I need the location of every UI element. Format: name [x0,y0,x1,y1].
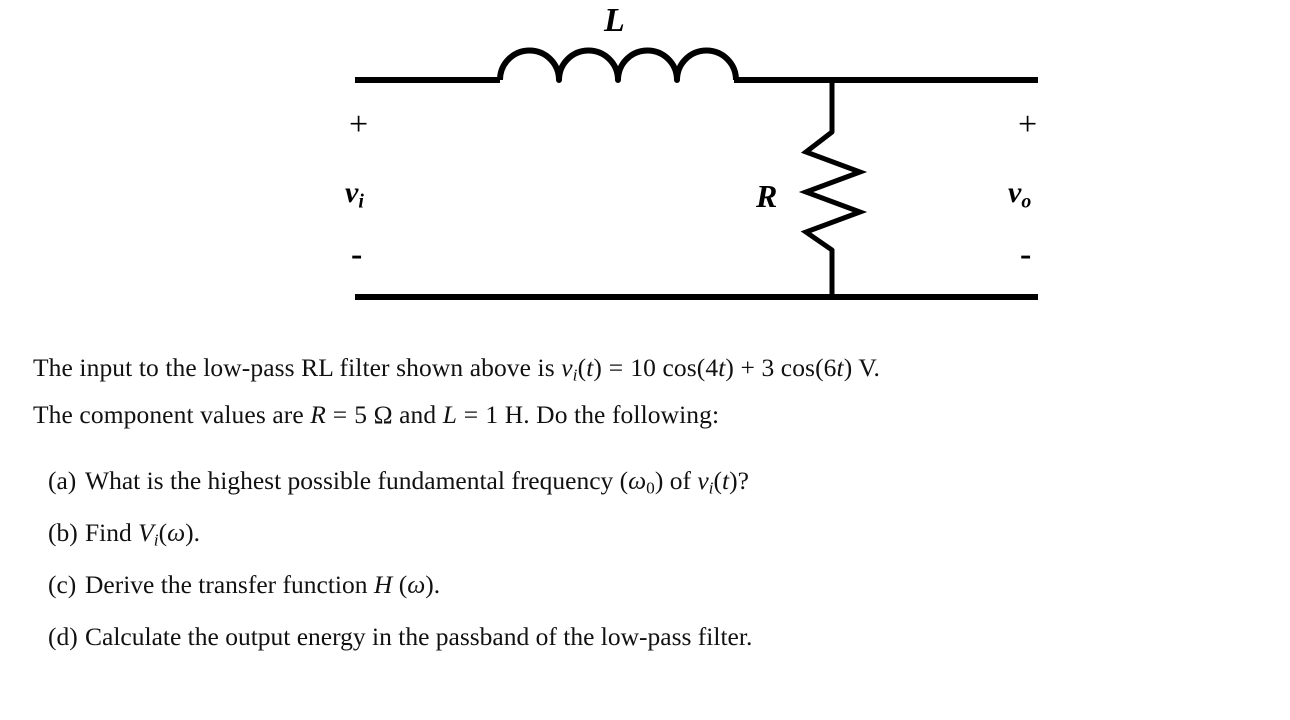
question-b-V-subscript: i [153,530,159,550]
question-text-b: Find Vi(ω). [85,518,200,550]
resistor-zigzag [798,129,868,253]
statement-amplitude-2: 3 [761,353,775,382]
resistor-label: R [756,178,778,214]
statement-close-1: ) [725,353,735,382]
statement-line1-text: The input to the low-pass RL filter show… [33,353,562,382]
statement-line-1: The input to the low-pass RL filter show… [33,348,1153,395]
question-list: (a) What is the highest possible fundame… [48,466,1198,674]
statement-cos-1: cos( [656,353,706,382]
statement-t-symbol: t [586,353,594,382]
statement-L-equals: = [457,400,486,430]
inductor-coil [497,47,739,83]
statement-line2-text: The component values are [33,400,311,430]
problem-statement: The input to the low-pass RL filter show… [33,348,1153,435]
statement-unit-volts: V. [852,353,881,382]
statement-plus-operator: + [734,353,762,382]
statement-cos-2: cos( [774,353,824,382]
output-voltage-subscript: o [1021,190,1032,213]
question-b-paren-close: ) [185,518,194,547]
statement-R-symbol: R [310,400,326,430]
question-b-tail: . [193,518,200,547]
input-voltage-symbol: v [345,176,359,209]
output-voltage-symbol: v [1008,176,1022,209]
statement-t-2: t [836,353,844,382]
question-item-a: (a) What is the highest possible fundame… [48,466,1198,518]
question-a-tail: ? [737,466,749,495]
question-item-d: (d) Calculate the output energy in the p… [48,622,1198,674]
statement-line-2: The component values are R = 5 Ω and L =… [33,395,1153,435]
statement-paren-open: ( [577,353,587,382]
question-b-lead: Find [85,518,139,547]
circuit-diagram: L R + vi - + vo - [0,0,1290,330]
question-item-b: (b) Find Vi(ω). [48,518,1198,570]
circuit-schematic-svg [355,47,1038,300]
statement-L-value: 1 [485,400,499,430]
input-minus-sign: - [351,236,363,273]
statement-L-symbol: L [442,400,458,430]
statement-L-unit: H. [498,400,530,430]
input-voltage-label: vi [345,178,364,212]
statement-t-1: t [718,353,726,382]
question-b-paren-open: ( [158,518,168,547]
statement-paren-close: ) [593,353,602,382]
question-c-paren-close: ) [425,570,434,599]
question-a-vi-symbol: v [697,466,709,495]
output-plus-sign: + [1018,106,1038,143]
question-a-omega-subscript: 0 [646,478,655,498]
question-a-mid: ) of [654,466,698,495]
question-c-omega-symbol: ω [407,570,426,599]
statement-amplitude-1: 10 [630,353,657,382]
question-a-paren-open: ( [713,466,722,495]
question-c-tail: . [433,570,441,599]
statement-frequency-2: 6 [823,353,837,382]
statement-equals: = [601,353,631,382]
question-a-vi-subscript: i [708,478,714,498]
inductor-label: L [604,2,625,39]
statement-R-equals: = [325,400,355,430]
question-item-c: (c) Derive the transfer function H (ω). [48,570,1198,622]
statement-R-value: 5 [354,400,368,430]
input-plus-sign: + [349,106,369,143]
question-a-omega-symbol: ω [628,466,647,495]
question-a-t-symbol: t [721,466,730,495]
question-marker-b: (b) [48,518,78,547]
question-c-paren-open: ( [392,570,408,599]
question-a-paren-close: ) [729,466,738,495]
statement-close-2: ) [843,353,853,382]
statement-trailing-text: Do the following: [529,400,720,430]
question-a-lead: What is the highest possible fundamental… [85,466,629,495]
question-marker-c: (c) [48,570,77,599]
statement-vi-symbol: v [561,353,573,382]
question-c-H-symbol: H [373,570,393,599]
question-text-c: Derive the transfer function H (ω). [85,570,440,600]
statement-frequency-1: 4 [705,353,719,382]
output-voltage-label: vo [1008,178,1031,212]
statement-vi-subscript: i [572,365,578,385]
output-minus-sign: - [1020,236,1032,273]
question-text-a: What is the highest possible fundamental… [85,466,749,498]
input-voltage-subscript: i [358,190,364,213]
question-marker-a: (a) [48,466,77,495]
question-marker-d: (d) [48,622,78,651]
question-c-lead: Derive the transfer function [85,570,374,599]
question-b-V-symbol: V [138,518,154,547]
question-text-d: Calculate the output energy in the passb… [85,622,753,651]
statement-and-connector: and [392,400,443,430]
question-b-omega-symbol: ω [167,518,186,547]
statement-R-unit: Ω [367,400,393,430]
